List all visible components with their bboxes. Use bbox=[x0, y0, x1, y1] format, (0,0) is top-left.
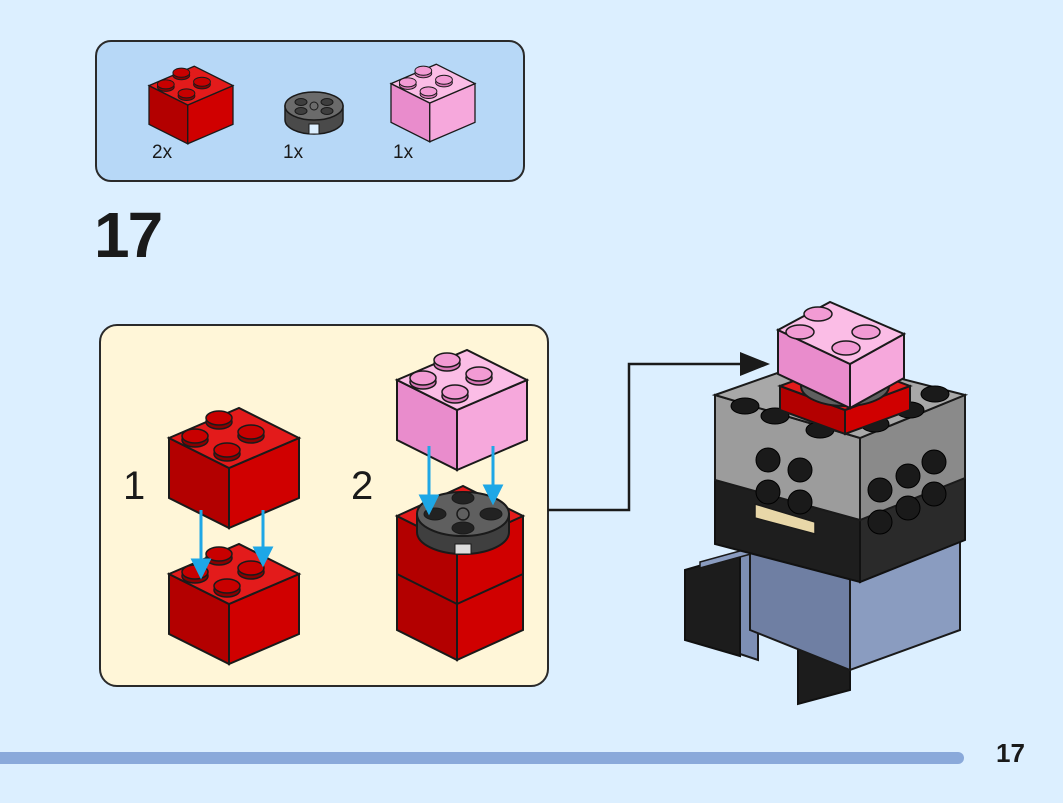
part-quantity: 1x bbox=[283, 142, 304, 163]
part-quantity: 1x bbox=[393, 142, 414, 163]
substep-number: 1 bbox=[123, 464, 146, 508]
callout-connector-arrow bbox=[548, 352, 770, 512]
parts-list-box: 2x 1x 1x bbox=[95, 40, 525, 182]
down-arrow-icon bbox=[190, 510, 274, 580]
dark-gray-round-plate-icon bbox=[284, 91, 344, 135]
substep-number: 2 bbox=[351, 464, 374, 508]
step-number: 17 bbox=[94, 199, 163, 271]
dark-gray-round-plate-icon bbox=[416, 491, 510, 555]
page-progress-bar bbox=[0, 752, 964, 764]
part-quantity: 2x bbox=[152, 142, 173, 163]
red-brick-2x2-icon bbox=[148, 65, 234, 145]
page-number: 17 bbox=[996, 738, 1025, 768]
pink-brick-2x2-icon bbox=[390, 63, 476, 143]
sub-assembly-box: 1 2 bbox=[99, 324, 549, 687]
assembled-model-figure bbox=[684, 300, 969, 706]
down-arrow-icon bbox=[418, 446, 504, 516]
